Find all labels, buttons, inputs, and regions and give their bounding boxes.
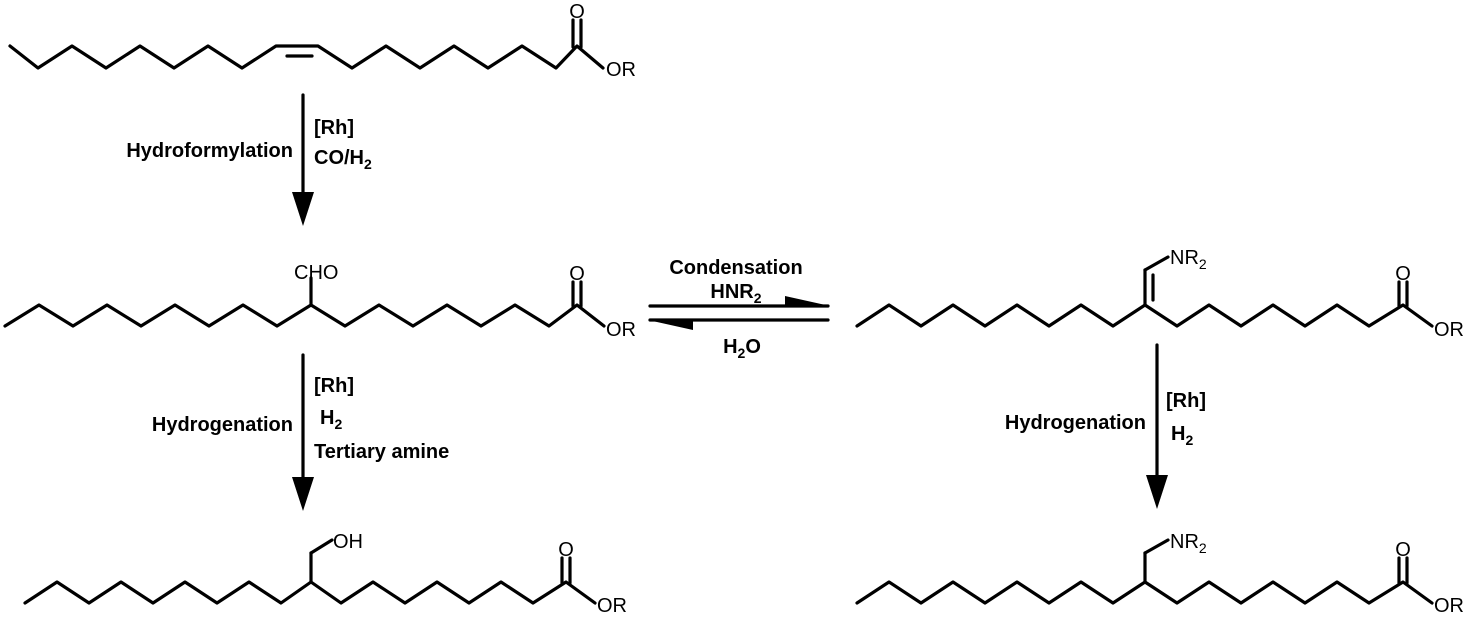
condensation-label: Condensation [669,257,802,279]
enamine-n-bond [1143,255,1170,272]
hydrogenation-left-catalyst: [Rh] [314,375,354,397]
alcohol-carbon-chain [23,580,597,605]
amine-carbon-chain [855,580,1434,605]
oleate-carbon-chain [8,44,605,70]
hydrogenation-right-reagent: H2 [1171,423,1193,448]
condensation-step: Condensation HNR2 H2O [648,257,830,361]
amine-ester-group: OR [1434,595,1464,617]
hydrogenation-left-additive: Tertiary amine [314,441,449,463]
alcohol-ester-group: OR [597,595,627,617]
hydroformylation-catalyst: [Rh] [314,117,354,139]
hydrogenation-right-catalyst: [Rh] [1166,390,1206,412]
oleate-ester-molecule: O OR [8,1,636,81]
oleate-ester-group: OR [606,59,636,81]
hydrogenation-left-step: Hydrogenation [Rh] H2 Tertiary amine [152,353,449,511]
aldehyde-carbon-chain [3,303,606,328]
alcohol-ch2-bond [309,538,334,555]
condensation-reagent: HNR2 [710,281,761,306]
amine-nr2-group: NR2 [1170,531,1207,556]
amine-ch2-bond [1143,538,1170,555]
hydrogenation-right-label: Hydrogenation [1005,412,1146,434]
aldehyde-ester-group: OR [606,319,636,341]
hydroformylation-arrowhead [292,192,314,226]
oleate-carbonyl-oxygen: O [569,1,585,23]
amine-molecule: NR2 O OR [855,531,1464,617]
aldehyde-cho-group: CHO [294,262,338,284]
hydroformylation-reagent: CO/H2 [314,147,372,172]
condensation-reverse-half-head [648,320,693,330]
condensation-forward-half-head [785,296,830,306]
aldehyde-carbonyl-oxygen: O [569,263,585,285]
enamine-carbonyl-oxygen: O [1395,263,1411,285]
alcohol-carbonyl-oxygen: O [558,539,574,561]
hydroformylation-label: Hydroformylation [126,140,293,162]
condensation-reverse-reagent: H2O [723,336,761,361]
alcohol-molecule: OH O OR [23,531,627,617]
hydrogenation-left-arrowhead [292,477,314,511]
enamine-carbon-chain [855,303,1434,328]
hydrogenation-right-step: Hydrogenation [Rh] H2 [1005,343,1206,509]
hydroformylation-step: Hydroformylation [Rh] CO/H2 [126,93,372,226]
aldehyde-molecule: CHO O OR [3,262,636,341]
hydrogenation-right-arrowhead [1146,475,1168,509]
hydrogenation-left-label: Hydrogenation [152,414,293,436]
enamine-ester-group: OR [1434,319,1464,341]
enamine-molecule: NR2 O OR [855,247,1464,341]
alcohol-oh-group: OH [333,531,363,553]
enamine-nr2-group: NR2 [1170,247,1207,272]
hydrogenation-left-reagent: H2 [320,407,342,432]
amine-carbonyl-oxygen: O [1395,539,1411,561]
